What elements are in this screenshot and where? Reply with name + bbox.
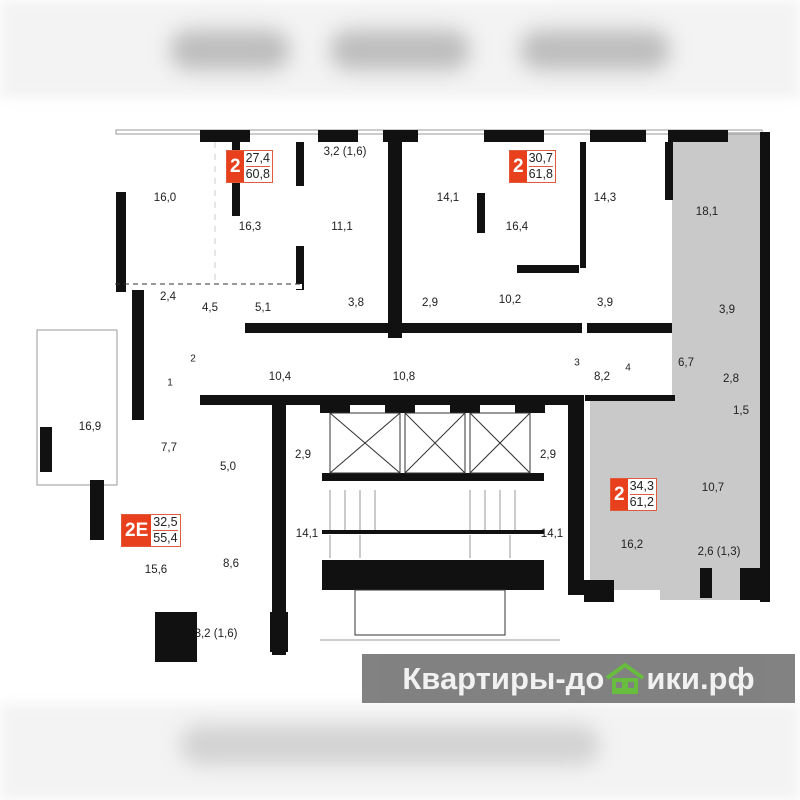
watermark: Квартиры-до ики.рф [362,654,795,703]
room-area: 10,4 [268,371,292,383]
room-area: 2,8 [723,373,739,385]
room-area: 3,9 [719,304,735,316]
room-area: 4,5 [202,302,218,314]
total-area: 55,4 [153,531,178,545]
door-number: 4 [625,362,631,374]
room-area: 5,1 [255,302,271,314]
living-area: 30,7 [528,151,553,167]
balcony-area: 2,6 (1,3) [697,546,741,558]
room-area: 10,7 [701,482,725,494]
room-count: 2E [122,515,152,546]
living-area: 32,5 [153,515,178,531]
room-area: 10,8 [392,371,416,383]
blurred-shape [330,30,470,70]
living-area: 27,4 [245,151,270,167]
total-area: 60,8 [245,167,270,181]
room-area: 16,3 [238,221,262,233]
room-area: 7,7 [161,442,177,454]
room-area: 1,5 [733,405,749,417]
room-area: 16,0 [153,192,177,204]
room-area: 15,6 [144,564,168,576]
door-number: 2 [190,353,196,365]
total-area: 61,2 [629,495,654,509]
balcony-area: 3,2 (1,6) [194,628,238,640]
room-area: 3,9 [597,297,613,309]
total-area: 61,8 [528,167,553,181]
door-number: 1 [167,377,173,389]
balcony-area: 3,2 (1,6) [323,146,367,158]
room-area: 8,6 [223,558,239,570]
room-area: 2,9 [295,449,311,461]
room-area: 14,1 [436,192,460,204]
watermark-text-end: ики.рф [646,660,755,696]
room-area: 10,2 [498,294,522,306]
room-area: 16,4 [505,221,529,233]
room-area: 3,8 [348,297,364,309]
blurred-shape [520,30,670,70]
room-area: 14,1 [540,528,564,540]
watermark-text-start: Квартиры-до [402,660,605,696]
living-area: 34,3 [629,479,654,495]
room-count: 2 [227,151,244,182]
house-logo-icon [605,662,645,696]
room-area: 14,1 [295,528,319,540]
door-number: 3 [574,357,580,369]
blurred-shape [170,30,290,70]
room-area: 5,0 [220,461,236,473]
room-count: 2 [510,151,527,182]
room-area: 8,2 [594,371,610,383]
blurred-shape [180,725,600,765]
room-area: 11,1 [331,221,353,233]
room-area: 16,2 [620,539,644,551]
room-area: 2,9 [422,297,438,309]
room-area: 2,4 [160,291,176,303]
room-area: 2,9 [540,449,556,461]
room-count: 2 [611,479,628,510]
room-area: 16,9 [78,421,102,433]
room-area: 6,7 [678,357,694,369]
room-area: 14,3 [593,192,617,204]
room-area: 18,1 [695,206,719,218]
